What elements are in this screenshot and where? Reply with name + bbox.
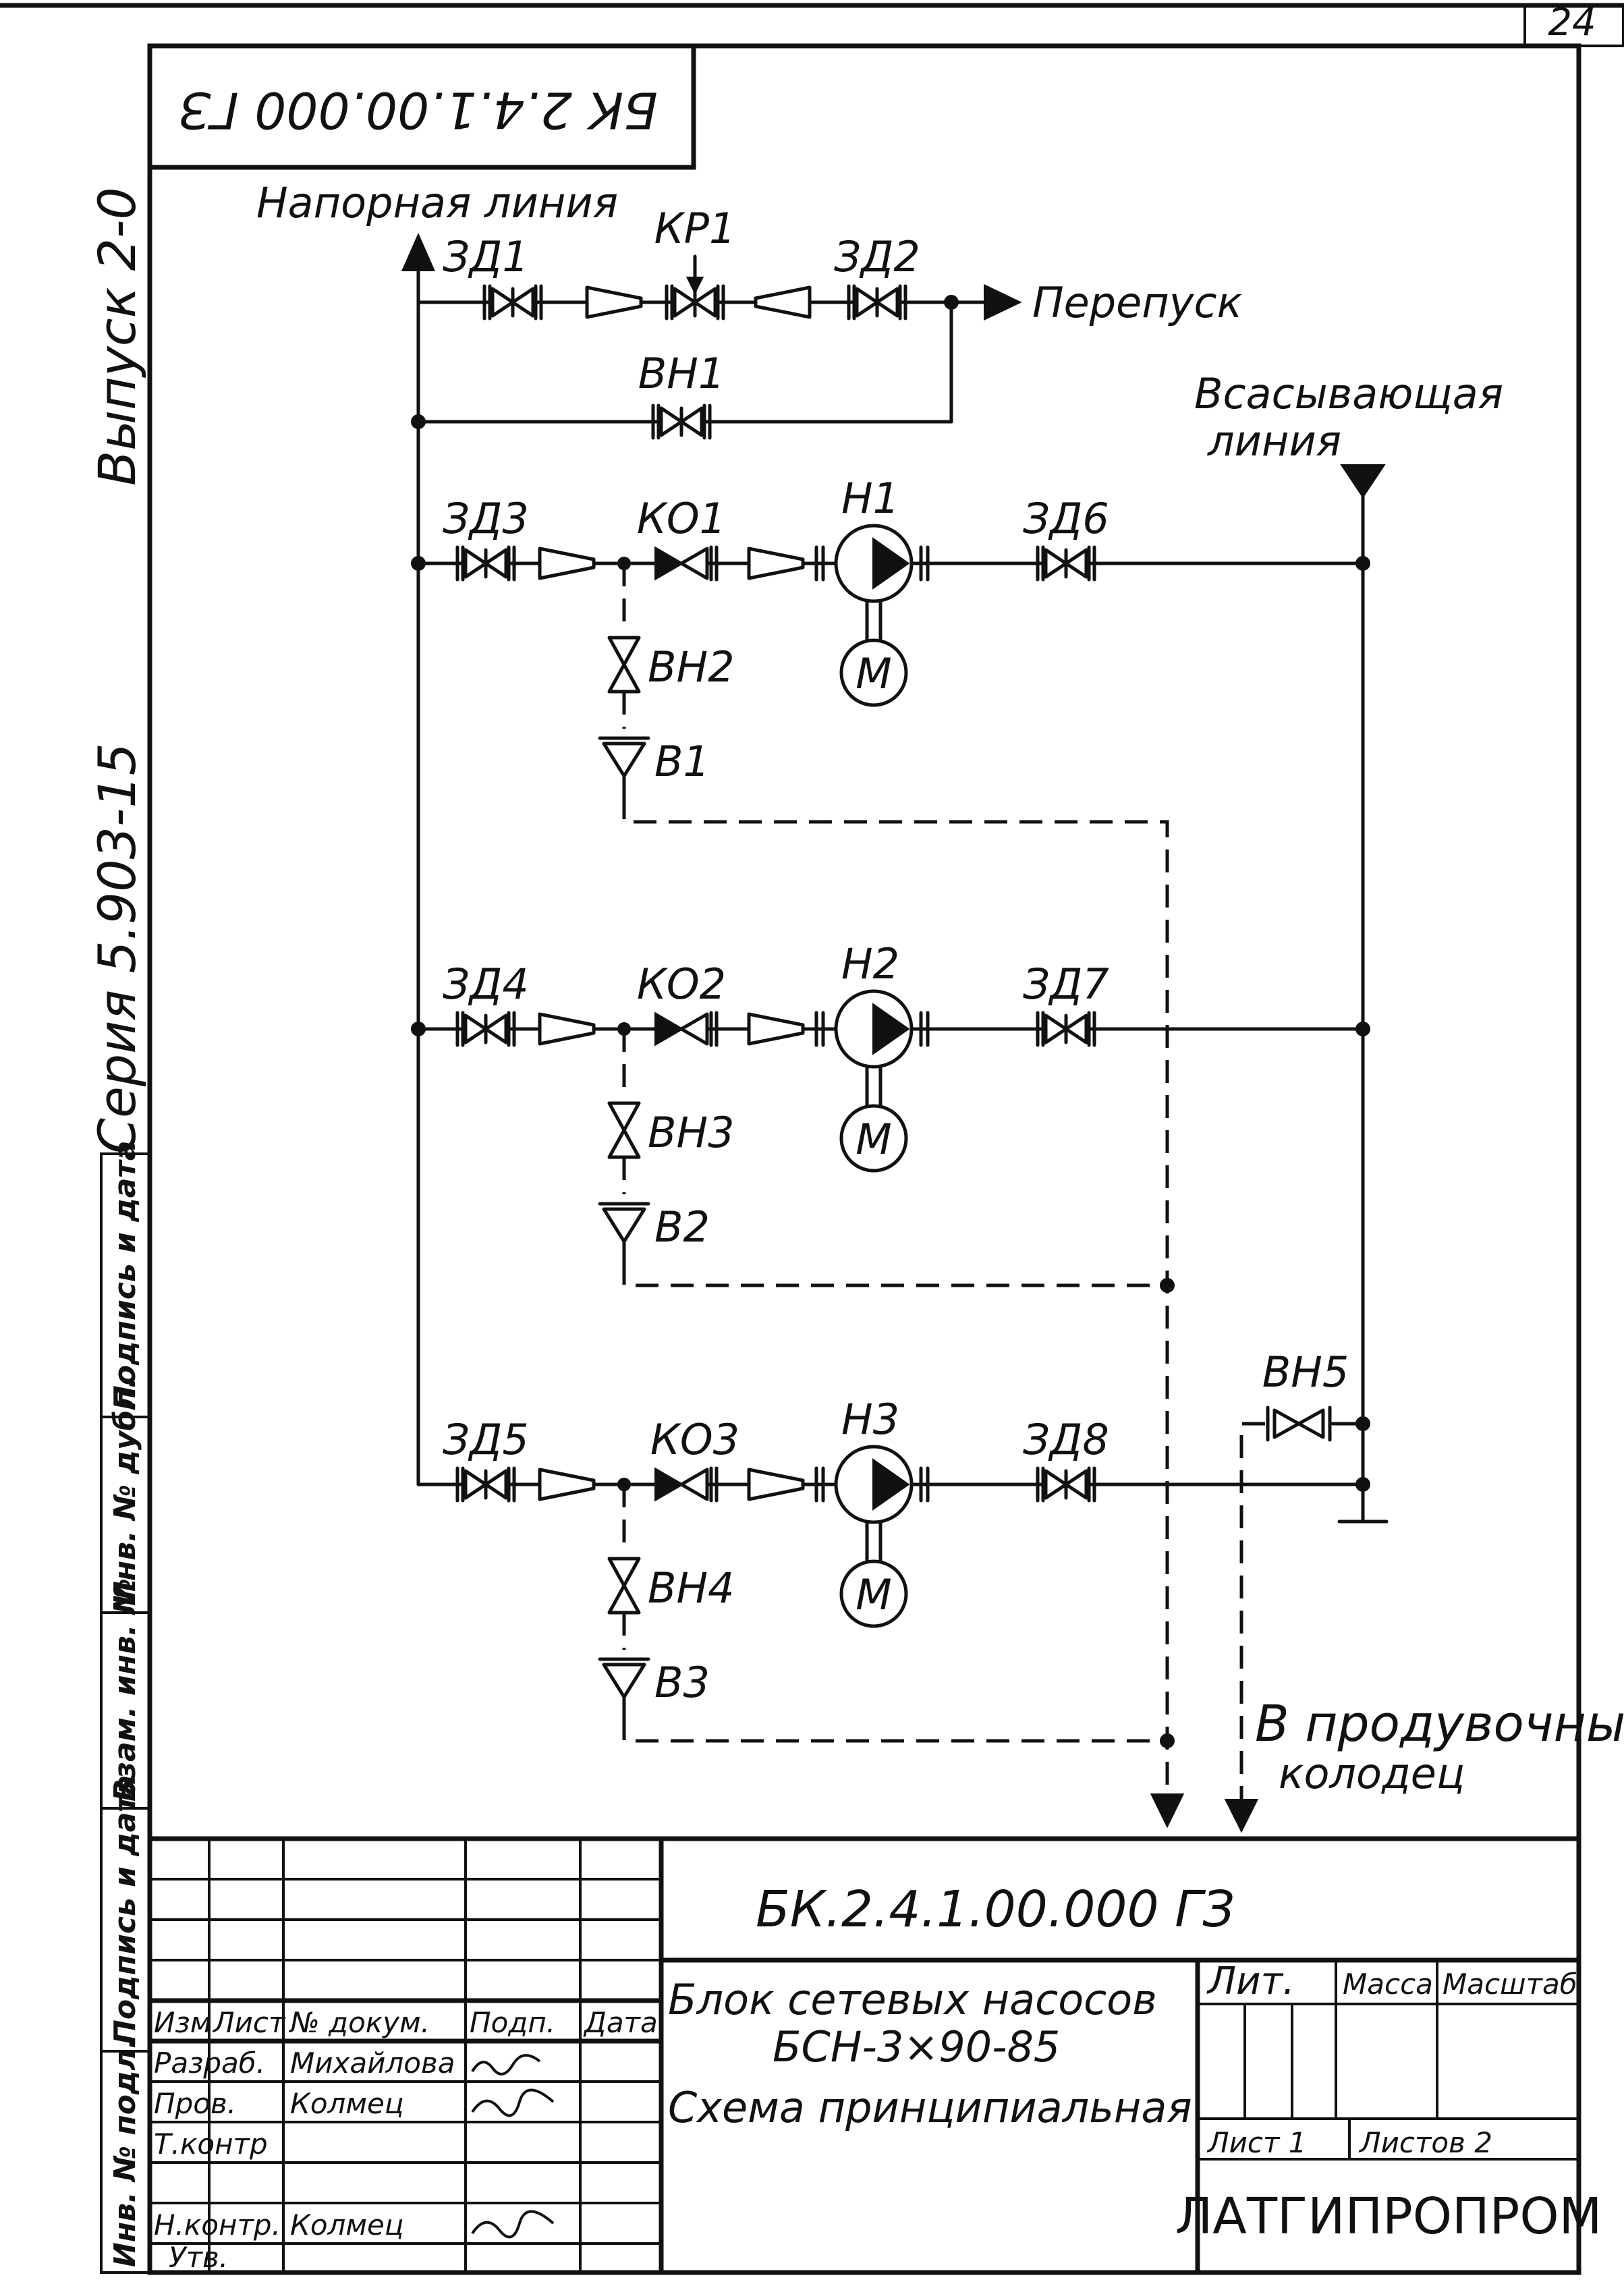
drain-label-1: В продувочный: [1255, 1695, 1624, 1753]
col-sign: Подп.: [470, 2006, 555, 2039]
pump-h1-label: Н1: [841, 474, 899, 523]
col-doc: № докум.: [289, 2006, 430, 2039]
motor-2-label: М: [856, 1115, 892, 1164]
drain-label-2: колодец: [1279, 1749, 1465, 1798]
margin-cell-3: Взам. инв. №: [108, 1578, 142, 1802]
valve-zd5: ЗД5: [443, 1415, 529, 1464]
pump-row-3: М ЗД5 КО3 Н3 ЗД8 ВН4 В3: [416, 1395, 1370, 1748]
funnel-b1: В1: [654, 737, 710, 786]
valve-ko1: КО1: [637, 494, 726, 543]
valve-vn1: ВН1: [638, 349, 725, 398]
razrab-name: Михайлова: [290, 2046, 455, 2080]
suction-line-label-1: Всасывающая: [1194, 369, 1503, 418]
funnel-b2: В2: [654, 1202, 710, 1252]
valve-zd8: ЗД8: [1023, 1415, 1109, 1464]
valve-kr1: КР1: [654, 204, 736, 253]
pump-h3-label: Н3: [841, 1395, 899, 1444]
col-izm: Изм: [154, 2006, 211, 2039]
series-label: Серия 5.903-15: [87, 743, 147, 1154]
signature-nkontr: [471, 2210, 555, 2239]
pump-row-1: М ЗД3 КО1 Н1 ЗД6 ВН2 В1: [411, 474, 1370, 1802]
margin-cell-4: Подпись и дата: [108, 1775, 142, 2044]
valve-vn3: ВН3: [648, 1108, 735, 1157]
pump-row-2: М ЗД4 КО2 Н2 ЗД7 ВН3 В2: [411, 939, 1370, 1293]
stamp-code: БК 2.4.1.00.000 ГЗ: [179, 80, 658, 138]
sheets-label: Листов 2: [1358, 2126, 1492, 2159]
suction-line-label-2: линия: [1207, 416, 1341, 466]
page-number: 24: [1548, 1, 1596, 45]
funnel-b3: В3: [654, 1658, 710, 1707]
title-line-1: Блок сетевых насосов: [668, 1975, 1157, 2024]
valve-zd3: ЗД3: [443, 494, 529, 543]
col-date: Дата: [583, 2006, 658, 2039]
row-utv: Утв.: [169, 2241, 228, 2274]
signature-prov: [471, 2088, 555, 2117]
signature-razrab: [471, 2054, 541, 2076]
margin-cell-5: Инв. № подл.: [108, 2038, 142, 2267]
valve-ko3: КО3: [650, 1415, 739, 1464]
org-name: ЛАТГИПРОПРОМ: [1175, 2188, 1602, 2246]
issue-label: Выпуск 2-0: [87, 187, 147, 486]
motor-1-label: М: [856, 649, 892, 698]
row-prov: Пров.: [154, 2087, 236, 2120]
row-razrab: Разраб.: [154, 2046, 265, 2080]
valve-zd1: ЗД1: [443, 232, 529, 281]
pump-h2-label: Н2: [841, 939, 899, 988]
col-list: Лист: [212, 2006, 286, 2039]
margin-cell-2: Инв. № дубл.: [108, 1377, 142, 1606]
bypass-label: Перепуск: [1032, 278, 1243, 327]
sheet-label: Лист 1: [1206, 2126, 1307, 2159]
schematic: Напорная линия Перепуск ЗД1 КР1 ЗД2 ВН1 …: [256, 178, 1624, 1833]
title-block: Изм Лист № докум. Подп. Дата Разраб. Мих…: [147, 1836, 1602, 2275]
col-lit: Лит.: [1206, 1959, 1295, 2003]
valve-ko2: КО2: [637, 959, 726, 1009]
nkontr-name: Колмец: [290, 2208, 403, 2241]
valve-vn5: ВН5: [1262, 1347, 1349, 1397]
valve-vn2: ВН2: [648, 642, 735, 692]
col-massa: Масса: [1343, 1968, 1433, 2001]
pressure-line-label: Напорная линия: [256, 178, 618, 227]
title-line-2: БСН-3×90-85: [773, 2022, 1060, 2071]
row-tkontr: Т.контр: [154, 2127, 268, 2161]
row-nkontr: Н.контр.: [154, 2208, 281, 2241]
valve-zd7: ЗД7: [1023, 959, 1109, 1009]
motor-3-label: М: [856, 1570, 892, 1619]
title-line-3: Схема принципиальная: [668, 2083, 1192, 2132]
valve-zd6: ЗД6: [1023, 494, 1109, 543]
valve-zd4: ЗД4: [443, 959, 529, 1009]
prov-name: Колмец: [290, 2087, 403, 2120]
margin-cell-1: Подпись и дата: [108, 1140, 142, 1410]
col-masshtab: Масштаб: [1443, 1968, 1577, 2001]
title-doc-code: БК.2.4.1.00.000 ГЗ: [756, 1881, 1235, 1939]
valve-vn4: ВН4: [648, 1563, 735, 1613]
valve-zd2: ЗД2: [834, 232, 920, 281]
